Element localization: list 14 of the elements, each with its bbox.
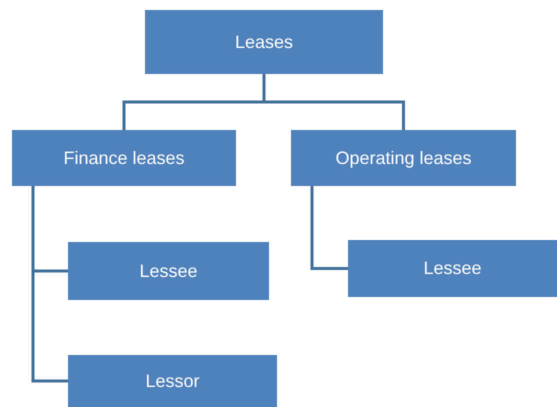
box-label: Lessee — [139, 260, 198, 282]
connector-line — [310, 186, 348, 270]
category-box — [145, 10, 383, 74]
box-label: Lessee — [423, 258, 482, 279]
category-box — [12, 130, 236, 186]
box-label: Finance leases — [63, 148, 185, 168]
category-box — [68, 355, 277, 407]
box-label: Leases — [234, 32, 294, 52]
category-box — [68, 242, 269, 300]
category-box — [291, 130, 516, 186]
box-label: Operating leases — [335, 148, 472, 168]
box-label: Lessor — [145, 370, 200, 392]
connector-line — [32, 186, 68, 382]
category-box — [348, 240, 557, 297]
